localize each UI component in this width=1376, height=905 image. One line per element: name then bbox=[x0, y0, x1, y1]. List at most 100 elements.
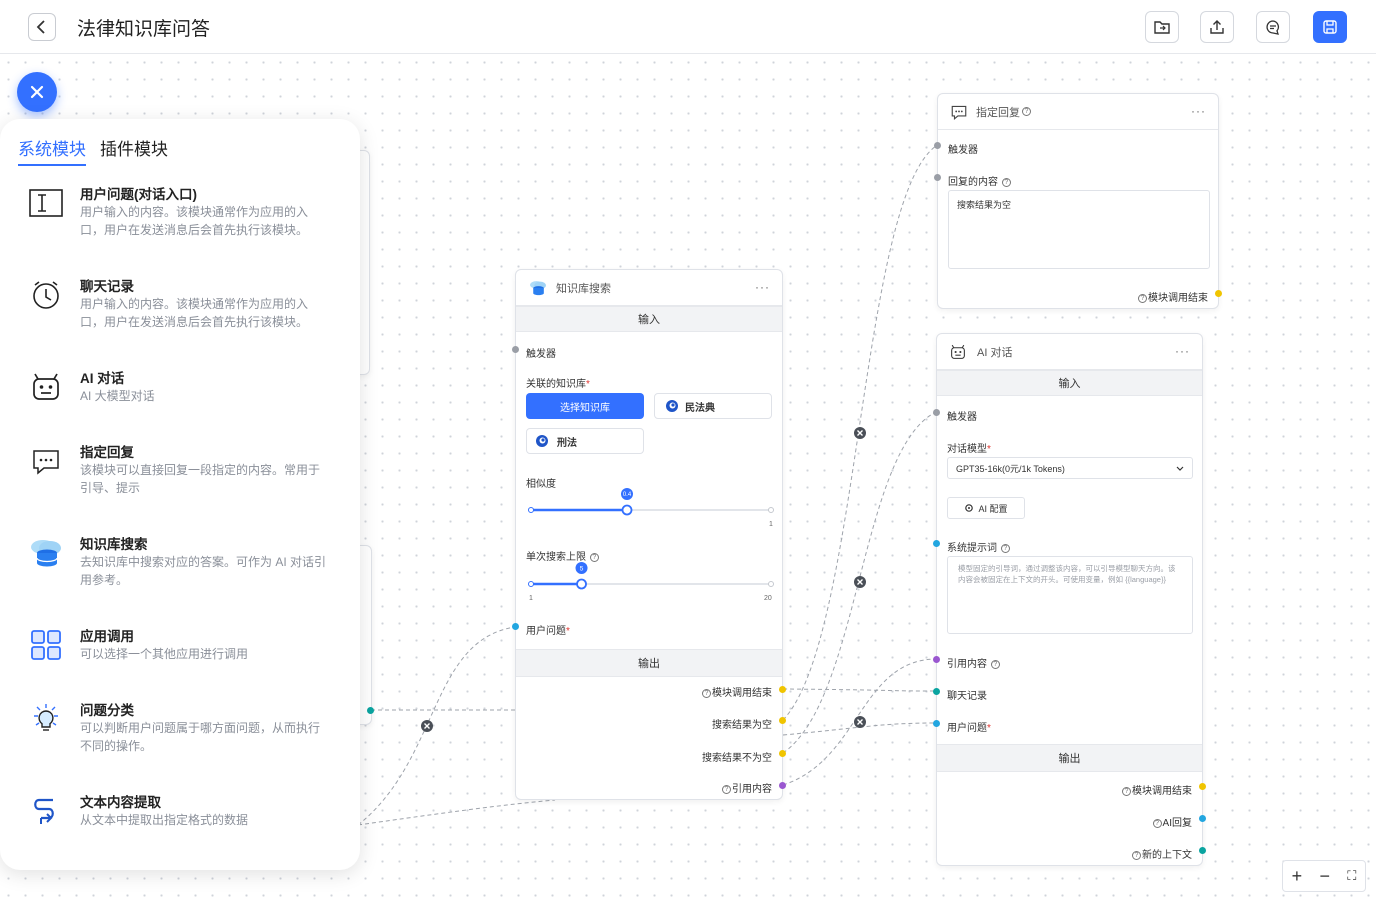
zoom-in-button[interactable]: + bbox=[1291, 865, 1303, 886]
content-label: 回复的内容 ? bbox=[948, 173, 1012, 188]
output-section-header: 输出 bbox=[937, 744, 1202, 772]
output-label: ?模块调用结束 bbox=[701, 684, 772, 699]
input-handle[interactable] bbox=[933, 656, 940, 663]
save-button[interactable] bbox=[1313, 11, 1347, 43]
input-handle[interactable] bbox=[512, 623, 519, 630]
module-desc: 该模块可以直接回复一段指定的内容。常用于引导、提示 bbox=[80, 463, 321, 495]
chat-test-button[interactable] bbox=[1256, 11, 1290, 43]
tab-plugin-modules[interactable]: 插件模块 bbox=[100, 140, 168, 159]
page-title: 法律知识库问答 bbox=[77, 19, 211, 40]
kb-logo-icon bbox=[536, 435, 548, 447]
clock-icon bbox=[26, 275, 66, 315]
module-panel: 系统模块 插件模块 用户问题(对话入口) 用户输入的内容。该模块通常作为应用的入… bbox=[0, 119, 360, 870]
input-handle[interactable] bbox=[934, 142, 941, 149]
kb-item-criminal-law[interactable]: 刑法 bbox=[526, 428, 644, 454]
input-handle[interactable] bbox=[512, 346, 519, 353]
select-kb-button[interactable]: 选择知识库 bbox=[526, 393, 644, 419]
gear-icon bbox=[965, 504, 974, 512]
help-icon: ? bbox=[589, 552, 599, 562]
similarity-slider[interactable]: 0.4 1 bbox=[526, 488, 776, 528]
module-item-app-call[interactable]: 应用调用 可以选择一个其他应用进行调用 bbox=[26, 625, 346, 695]
output-section-header: 输出 bbox=[516, 649, 782, 677]
system-prompt-textarea[interactable]: 模型固定的引导词，通过调整该内容，可以引导模型聊天方向。该内容会被固定在上下文的… bbox=[947, 556, 1193, 634]
node-title: 指定回复 bbox=[976, 106, 1020, 119]
model-select[interactable]: GPT35-16k(0元/1k Tokens) bbox=[947, 457, 1193, 479]
ai-config-button[interactable]: AI 配置 bbox=[947, 497, 1025, 519]
chat-bubble-icon bbox=[26, 441, 66, 481]
module-desc: 用户输入的内容。该模块通常作为应用的入口，用户在发送消息后会首先执行该模块。 bbox=[80, 205, 309, 237]
model-label: 对话模型* bbox=[947, 444, 991, 455]
output-handle[interactable] bbox=[779, 717, 786, 724]
ai-chat-node[interactable]: AI 对话 ··· 输入 触发器 对话模型* GPT35-16k(0元/1k T… bbox=[936, 333, 1203, 866]
more-menu-icon[interactable]: ··· bbox=[755, 280, 770, 294]
module-item-ai-chat[interactable]: AI 对话 AI 大模型对话 bbox=[26, 367, 346, 437]
trigger-label: 触发器 bbox=[947, 412, 977, 423]
help-icon: ? bbox=[990, 659, 1000, 669]
output-label: ?新的上下文 bbox=[1131, 846, 1192, 861]
app-header: 法律知识库问答 bbox=[0, 0, 1376, 54]
upload-icon bbox=[1210, 20, 1224, 34]
input-handle[interactable] bbox=[933, 688, 940, 695]
more-menu-icon[interactable]: ··· bbox=[1191, 104, 1206, 118]
user-question-label: 用户问题* bbox=[526, 626, 570, 637]
input-handle[interactable] bbox=[933, 409, 940, 416]
module-item-fixed-reply[interactable]: 指定回复 该模块可以直接回复一段指定的内容。常用于引导、提示 bbox=[26, 441, 346, 511]
kb-logo-icon bbox=[666, 400, 678, 412]
input-section-header: 输入 bbox=[516, 306, 782, 332]
help-icon: ? bbox=[1122, 786, 1131, 796]
export-button[interactable] bbox=[1200, 11, 1234, 43]
module-item-kb-search[interactable]: 知识库搜索 去知识库中搜索对应的答案。可作为 AI 对话引用参考。 bbox=[26, 533, 346, 603]
limit-slider[interactable]: 5 1 20 bbox=[526, 562, 776, 602]
kb-search-node[interactable]: 知识库搜索 ··· 输入 触发器 关联的知识库* 选择知识库 民法典 刑法 相似… bbox=[515, 269, 783, 800]
output-handle[interactable] bbox=[367, 707, 374, 714]
slider-value-badge bbox=[575, 562, 588, 574]
robot-icon bbox=[951, 344, 965, 359]
quote-label: 引用内容 ? bbox=[947, 655, 1001, 670]
bulb-icon bbox=[26, 699, 66, 739]
output-handle[interactable] bbox=[1199, 815, 1206, 822]
kb-item-civil-code[interactable]: 民法典 bbox=[654, 393, 772, 419]
close-panel-button[interactable] bbox=[17, 72, 57, 112]
input-handle[interactable] bbox=[933, 540, 940, 547]
input-handle[interactable] bbox=[934, 174, 941, 181]
output-handle[interactable] bbox=[779, 750, 786, 757]
output-label: 搜索结果不为空 bbox=[702, 753, 772, 764]
output-handle[interactable] bbox=[779, 686, 786, 693]
module-item-classify[interactable]: 问题分类 可以判断用户问题属于哪方面问题，从而执行不同的操作。 bbox=[26, 699, 346, 769]
import-button[interactable] bbox=[1145, 11, 1179, 43]
help-icon: ? bbox=[1001, 177, 1011, 187]
module-title: 应用调用 bbox=[80, 629, 134, 644]
reply-content-textarea[interactable]: 搜索结果为空 bbox=[948, 190, 1210, 269]
module-desc: 去知识库中搜索对应的答案。可作为 AI 对话引用参考。 bbox=[80, 555, 327, 587]
output-handle[interactable] bbox=[779, 782, 786, 789]
node-header: 指定回复? ··· bbox=[938, 94, 1218, 130]
similarity-label: 相似度 bbox=[526, 479, 556, 490]
output-handle[interactable] bbox=[1199, 847, 1206, 854]
module-title: 用户问题(对话入口) bbox=[80, 187, 197, 202]
tab-system-modules[interactable]: 系统模块 bbox=[18, 135, 86, 166]
slider-thumb bbox=[576, 578, 587, 590]
output-handle[interactable] bbox=[1199, 783, 1206, 790]
back-button[interactable] bbox=[28, 13, 56, 41]
help-icon: ? bbox=[1000, 543, 1010, 553]
output-label: ?AI回复 bbox=[1152, 814, 1192, 829]
module-item-chat-history[interactable]: 聊天记录 用户输入的内容。该模块通常作为应用的入口，用户在发送消息后会首先执行该… bbox=[26, 275, 346, 345]
module-item-extract[interactable]: 文本内容提取 从文本中提取出指定格式的数据 bbox=[26, 791, 346, 861]
module-title: 文本内容提取 bbox=[80, 795, 161, 810]
module-title: 聊天记录 bbox=[80, 279, 134, 294]
module-desc: 可以选择一个其他应用进行调用 bbox=[80, 647, 249, 661]
zoom-out-button[interactable]: − bbox=[1319, 865, 1330, 886]
grid-icon bbox=[26, 625, 66, 665]
output-label: ?模块调用结束 bbox=[1137, 289, 1208, 304]
robot-icon bbox=[26, 367, 66, 407]
help-icon: ? bbox=[702, 688, 711, 698]
database-icon bbox=[26, 533, 66, 573]
module-item-user-question[interactable]: 用户问题(对话入口) 用户输入的内容。该模块通常作为应用的入口，用户在发送消息后… bbox=[26, 183, 346, 253]
fit-view-button[interactable]: ⛶ bbox=[1347, 868, 1357, 883]
fixed-reply-node[interactable]: 指定回复? ··· 触发器 回复的内容 ? 搜索结果为空 ?模块调用结束 bbox=[937, 93, 1219, 309]
help-icon: ? bbox=[1132, 850, 1141, 860]
output-handle[interactable] bbox=[1215, 290, 1222, 297]
input-handle[interactable] bbox=[933, 720, 940, 727]
slider-thumb bbox=[621, 504, 633, 516]
more-menu-icon[interactable]: ··· bbox=[1175, 344, 1190, 358]
